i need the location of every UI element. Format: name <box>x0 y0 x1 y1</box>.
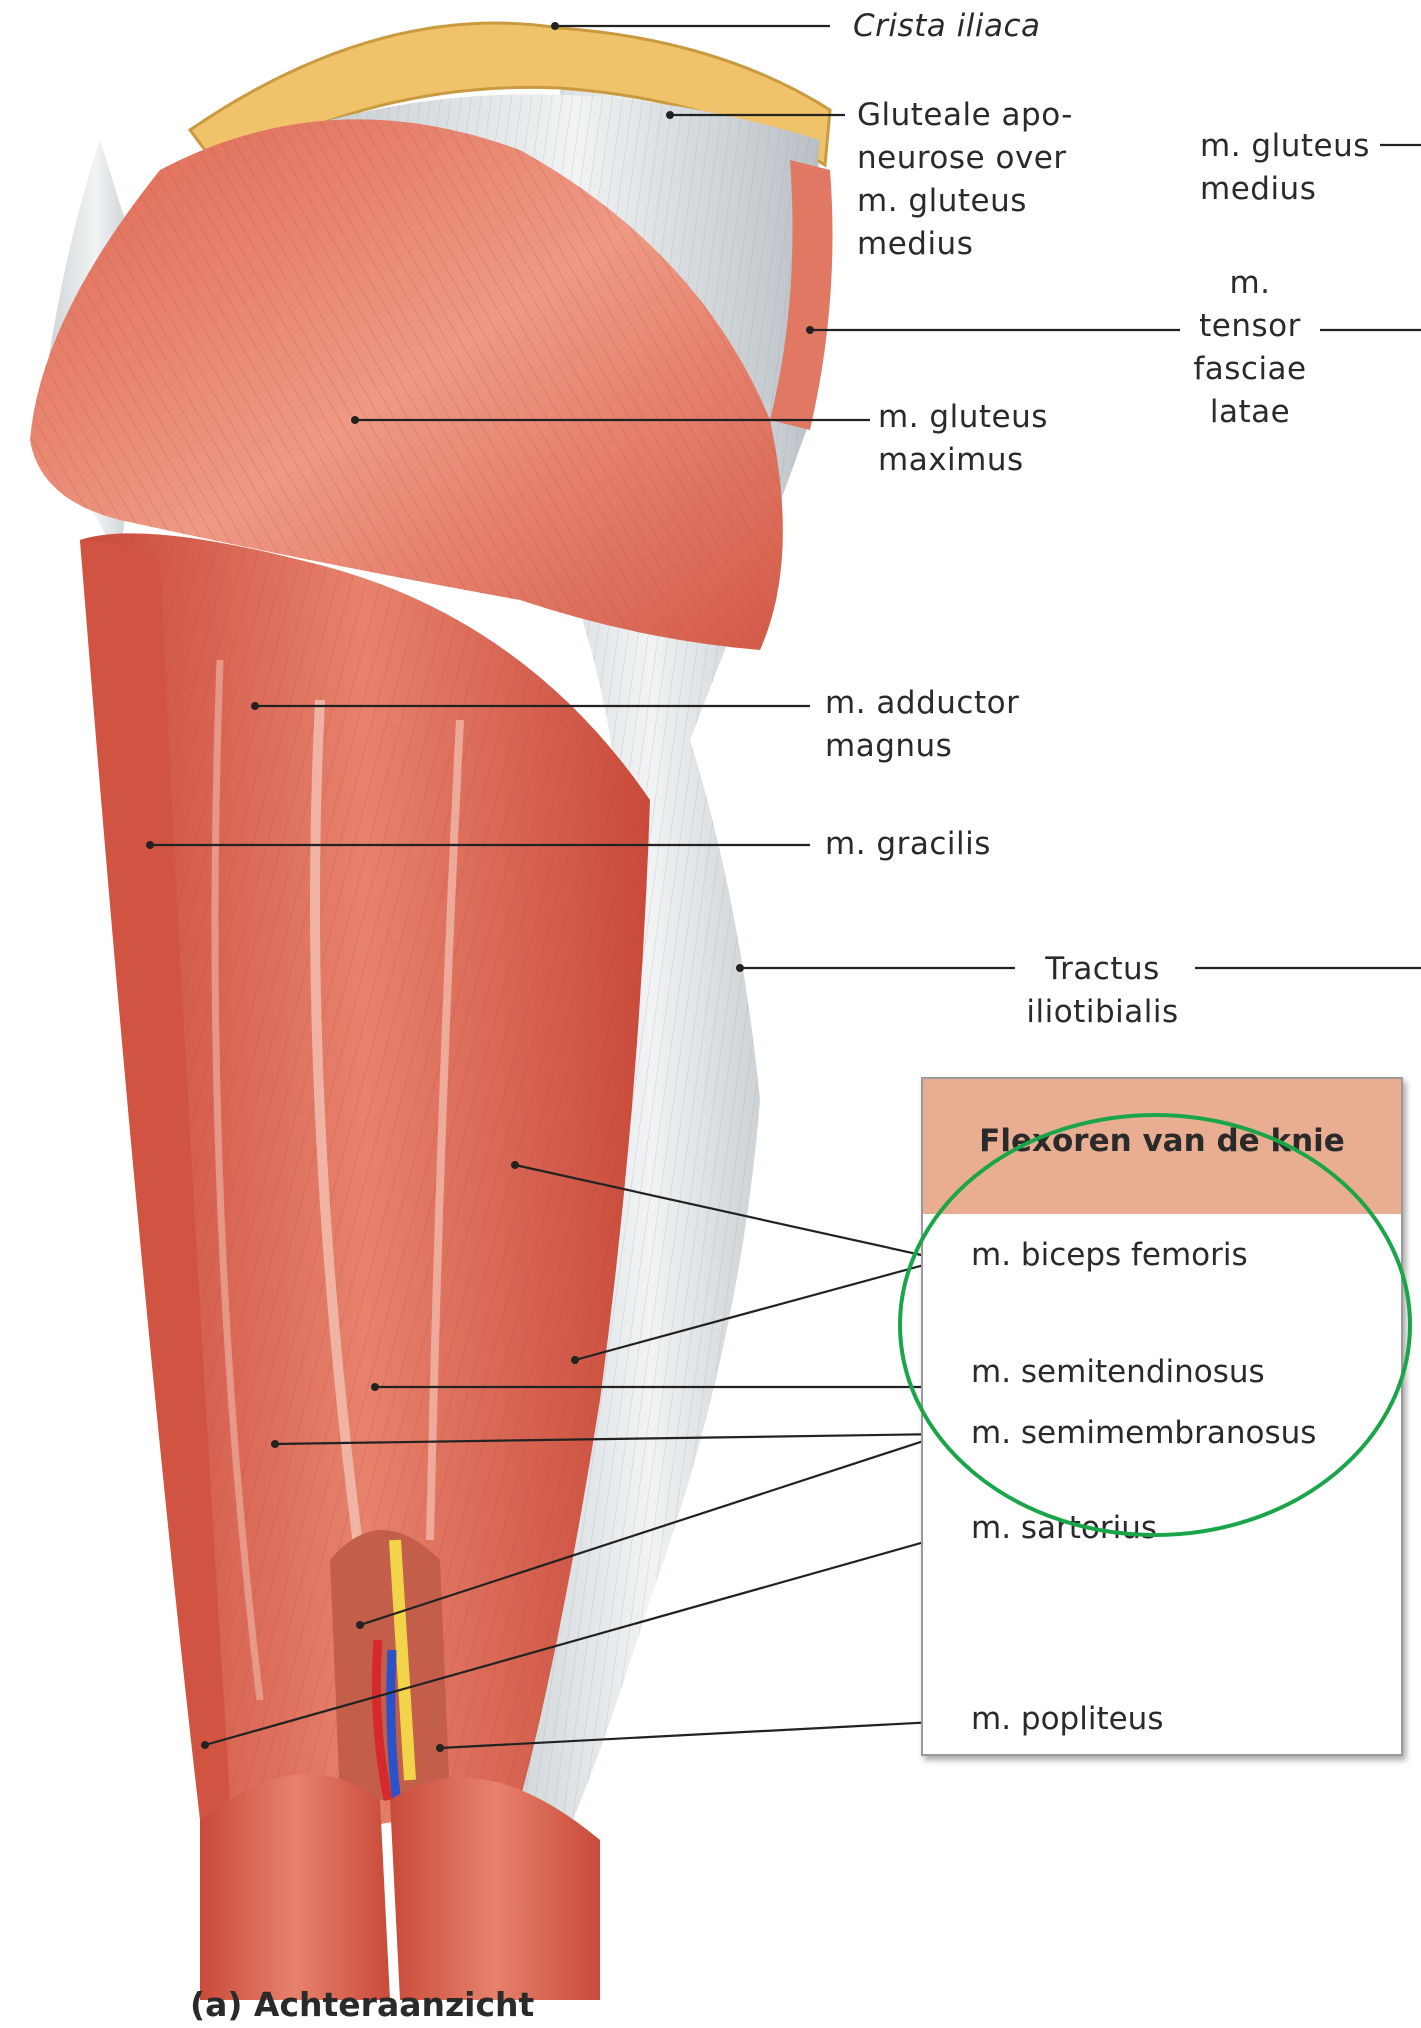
label-gluteale-aponeurose: Gluteale apo- neurose over m. gluteus me… <box>857 97 1073 262</box>
label-gracilis: m. gracilis <box>825 826 991 862</box>
label-adductor-magnus: m. adductor magnus <box>825 685 1020 764</box>
label-tensor-fasciae-latae: m. tensor fasciae latae <box>1193 265 1307 430</box>
panel-item-sartorius: m. sartorius <box>971 1510 1158 1546</box>
crista-iliaca-shape <box>187 21 832 172</box>
label-gluteus-maximus: m. gluteus maximus <box>878 399 1048 478</box>
panel-item-semimembranosus: m. semimembranosus <box>971 1415 1317 1451</box>
panel-title: Flexoren van de knie <box>979 1123 1345 1159</box>
label-gluteus-medius-right: m. gluteus medius <box>1200 128 1370 207</box>
panel-item-popliteus: m. popliteus <box>971 1701 1164 1737</box>
flexors-panel: Flexoren van de knie m. biceps femoris m… <box>921 1077 1403 1756</box>
panel-header: Flexoren van de knie <box>923 1079 1401 1214</box>
panel-item-semitendinosus: m. semitendinosus <box>971 1354 1265 1390</box>
figure-caption: (a) Achteraanzicht <box>190 1985 535 2024</box>
panel-item-biceps-femoris: m. biceps femoris <box>971 1237 1248 1273</box>
label-crista-iliaca: Crista iliaca <box>853 8 1041 44</box>
tensor-fasciae-latae-shape <box>770 160 833 430</box>
label-tractus-iliotibialis: Tractus iliotibialis <box>1026 951 1179 1030</box>
gracilis-shape <box>80 540 230 1820</box>
leader-lines <box>150 24 1421 1750</box>
